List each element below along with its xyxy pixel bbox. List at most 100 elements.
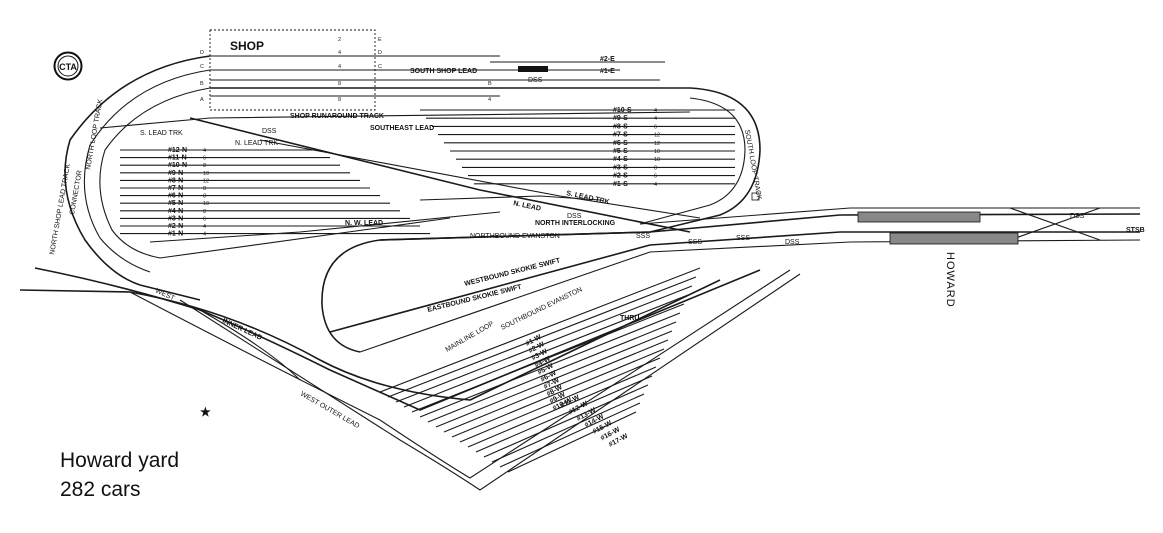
n-lead — [419, 195, 601, 201]
connector-label: CONNECTOR — [69, 170, 84, 216]
north-track-name: #6-N — [168, 193, 183, 200]
east-track-label: #1-E — [600, 68, 615, 75]
south-track-name: #9-S — [613, 115, 628, 122]
south-track-name: #8-S — [613, 123, 628, 130]
east-track-label: #2-E — [600, 56, 615, 63]
s-lead-top-track — [99, 111, 691, 129]
south-track-cars: 4 — [654, 116, 657, 122]
northbound-evanston-label: NORTHBOUND EVANSTON — [470, 233, 560, 240]
shop-right-d: D — [378, 50, 382, 56]
s-lead-trk-label: S. LEAD TRK — [566, 190, 610, 206]
north-track-name: #1-N — [168, 231, 183, 238]
mainline-loop-label: MAINLINE LOOP — [445, 320, 496, 353]
sss-label: SSS — [688, 239, 702, 246]
south-track-cars: 12 — [654, 133, 660, 139]
west-main-1 — [19, 279, 721, 401]
south-track-cars: 4 — [654, 108, 657, 114]
connector-track — [83, 69, 211, 273]
south-track-cars: 8 — [654, 165, 657, 171]
shop-num-4: 8 — [338, 81, 341, 87]
tower-label: STSB — [1126, 227, 1145, 234]
cta-logo-text: CTA — [59, 62, 77, 72]
north-track-cars: 6 — [203, 216, 206, 222]
west-track-line — [507, 411, 637, 473]
west-outer-lead-2 — [179, 273, 801, 491]
north-track-cars: 8 — [203, 186, 206, 192]
north-track-cars: 4 — [203, 148, 206, 154]
n-w-lead-label: N. W. LEAD — [345, 220, 383, 227]
shop-num-2: 4 — [338, 50, 341, 56]
n-lead-trk — [189, 117, 691, 233]
north-track-cars: 4 — [203, 232, 206, 238]
west-outer-lead — [129, 269, 791, 479]
shop-right-c: C — [378, 64, 382, 70]
southeast-lead-label: SOUTHEAST LEAD — [370, 125, 434, 132]
north-loop-track — [99, 87, 451, 259]
dss-label: DSS — [567, 213, 582, 220]
cta-logo: CTA — [53, 51, 83, 81]
s-lead-top-label: S. LEAD TRK — [140, 130, 183, 137]
east-tracks: #2-E #1-E — [490, 56, 665, 75]
south-track-cars: 10 — [654, 149, 660, 155]
shop-right-4: 4 — [488, 97, 491, 103]
west-tracks-group: #1-W#2-W#3-W#4-W#5-W#6-W#7-W#8-W#9-W#10-… — [379, 267, 701, 473]
north-track-cars: 10 — [203, 201, 209, 207]
eastbound-skokie-label: EASTBOUND SKOKIE SWIFT — [427, 284, 523, 314]
north-track-name: #3-N — [168, 215, 183, 222]
n-w-lead — [149, 211, 501, 243]
outer-loop-track — [210, 87, 761, 353]
mainline-track-2 — [329, 231, 1140, 333]
south-track-name: #10-S — [613, 107, 632, 114]
shop-left-b: B — [200, 81, 204, 87]
west-track-line — [491, 393, 645, 463]
n-lead-trk-label: N. LEAD TRK — [235, 140, 278, 147]
dss-label: DSS — [262, 128, 277, 135]
shop-right-e: E — [378, 37, 382, 43]
sss-label: SSS — [736, 235, 750, 242]
south-track-cars: 12 — [654, 141, 660, 147]
dss-label: DSS — [1070, 213, 1085, 220]
north-shop-lead-label: NORTH SHOP LEAD TRACK — [49, 163, 72, 255]
south-track-cars: 4 — [654, 182, 657, 188]
north-track-name: #8-N — [168, 177, 183, 184]
inner-lead — [199, 309, 301, 381]
north-track-cars: 8 — [203, 194, 206, 200]
shop-right-b: B — [488, 81, 492, 87]
west-track-line — [443, 339, 669, 433]
howard-station-label: HOWARD — [944, 252, 956, 308]
west-track-line — [467, 366, 657, 448]
northbound-evanston-track — [379, 213, 1141, 241]
west-track-line — [451, 348, 665, 438]
shop-num-1: 2 — [338, 37, 341, 43]
west-track-line — [459, 357, 661, 443]
yard-leads — [149, 117, 701, 243]
dss-label: DSS — [528, 77, 543, 84]
south-shop-lead-label: SOUTH SHOP LEAD — [410, 68, 477, 75]
south-track-name: #1-S — [613, 181, 628, 188]
west-track-line — [427, 321, 677, 423]
west-track-line — [403, 294, 689, 408]
west-track-line — [419, 312, 681, 418]
north-track-cars: 8 — [203, 163, 206, 169]
south-track-cars: 10 — [654, 157, 660, 163]
south-track-name: #4-S — [613, 156, 628, 163]
west-track-line — [499, 402, 641, 468]
south-track-name: #5-S — [613, 148, 628, 155]
north-track-cars: 6 — [203, 156, 206, 162]
north-shop-lead-track — [64, 55, 211, 301]
west-track-line — [387, 276, 697, 398]
west-track-line — [411, 303, 685, 413]
north-track-cars: 4 — [203, 224, 206, 230]
south-track-name: #2-S — [613, 173, 628, 180]
south-track-name: #6-S — [613, 140, 628, 147]
southbound-evanston-label: SOUTHBOUND EVANSTON — [500, 286, 584, 332]
north-track-name: #10-N — [168, 162, 187, 169]
west-track-line — [379, 267, 701, 393]
thru-label: THRU — [620, 315, 639, 322]
sss-label: SSS — [636, 233, 650, 240]
inner-loop-track — [639, 97, 746, 225]
north-track-name: #11-N — [168, 155, 187, 162]
west-label: WEST — [154, 287, 176, 302]
